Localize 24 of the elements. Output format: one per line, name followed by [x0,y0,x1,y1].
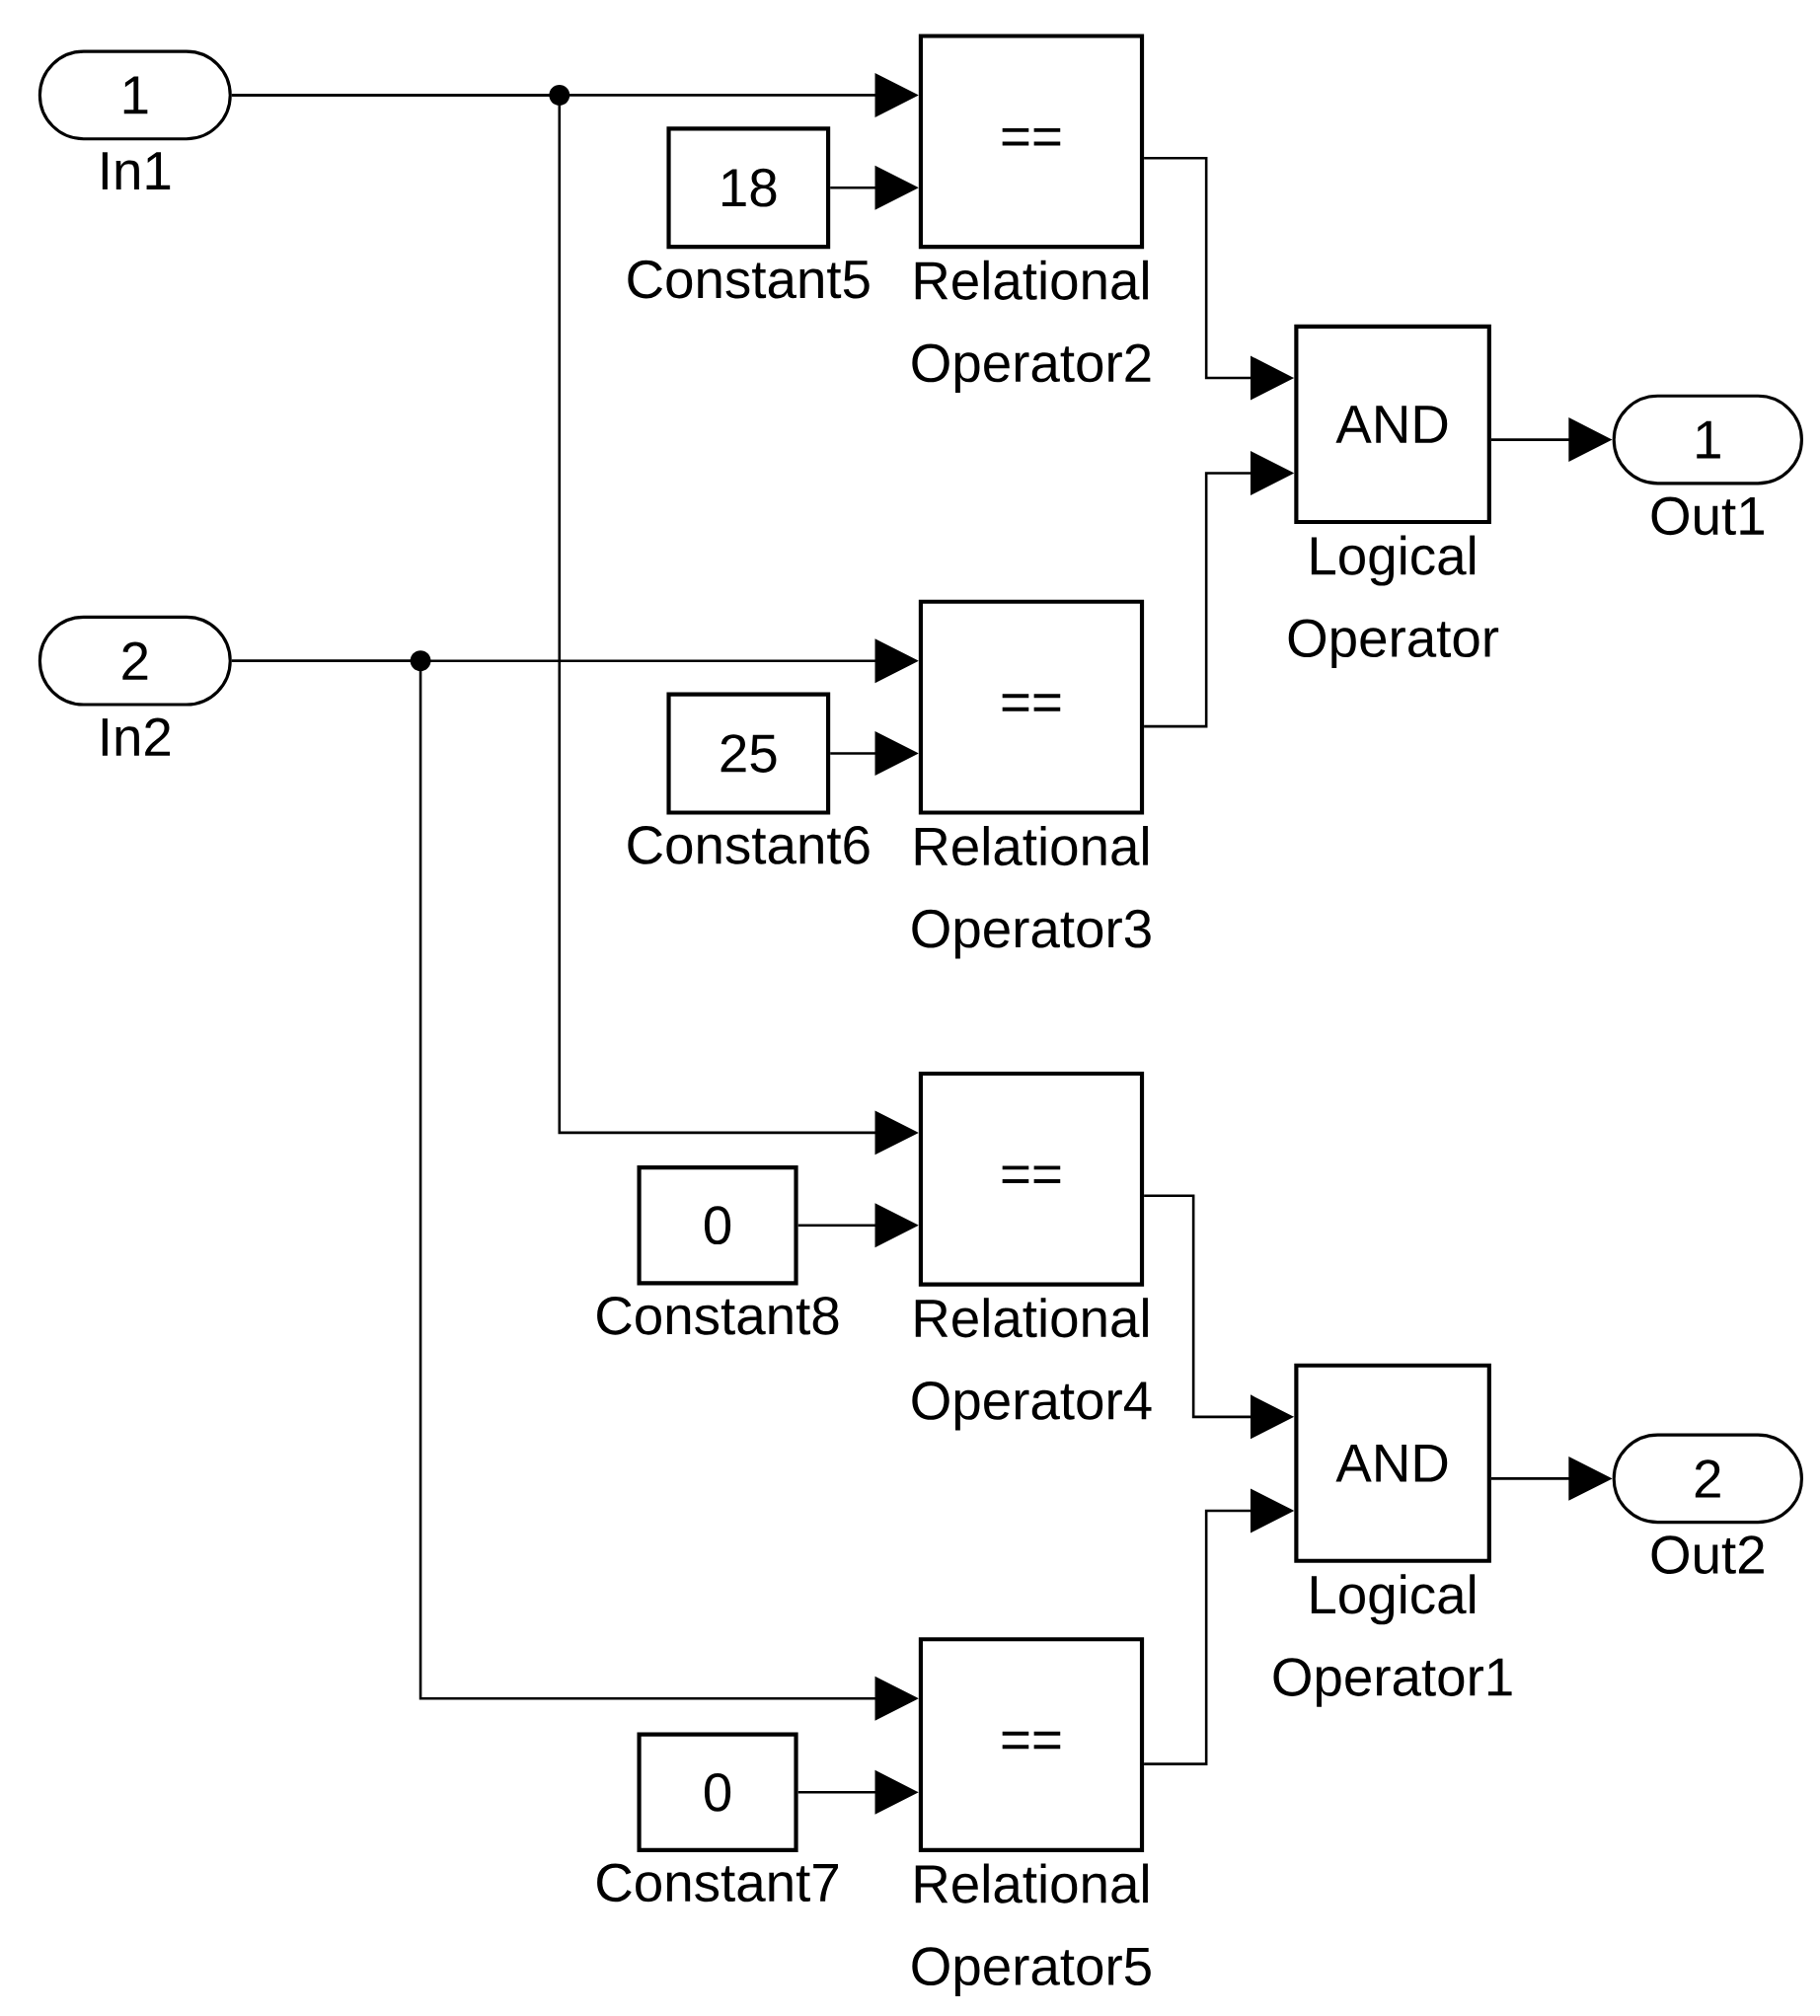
operator-block: == [919,599,1145,815]
operator-block: AND [1294,1363,1492,1563]
constant-block: 0 [637,1165,798,1286]
block-caption: Relational Operator2 [912,260,1151,394]
block-caption: In2 [103,717,171,756]
operator-block: == [919,1071,1145,1287]
block-caption: Relational Operator5 [912,1863,1151,1996]
block-caption: Constant7 [597,1863,839,1903]
block-caption: Constant8 [597,1296,839,1335]
block-caption: Constant5 [628,260,870,299]
block-caption: In1 [103,152,171,189]
block-caption: Logical Operator1 [1273,1574,1512,1707]
constant-block: 18 [666,126,831,250]
operator-block: AND [1294,324,1492,525]
operator-block: == [919,34,1145,250]
block-caption: Out1 [1651,496,1765,536]
block-caption: Constant6 [628,826,870,864]
block-caption: Relational Operator3 [912,826,1151,959]
block-caption: Out2 [1651,1535,1765,1574]
block-caption: Relational Operator4 [912,1298,1152,1431]
block-caption: Logical Operator [1288,535,1499,668]
operator-block: == [919,1637,1145,1853]
constant-block: 25 [666,692,831,815]
constant-block: 0 [637,1732,798,1853]
